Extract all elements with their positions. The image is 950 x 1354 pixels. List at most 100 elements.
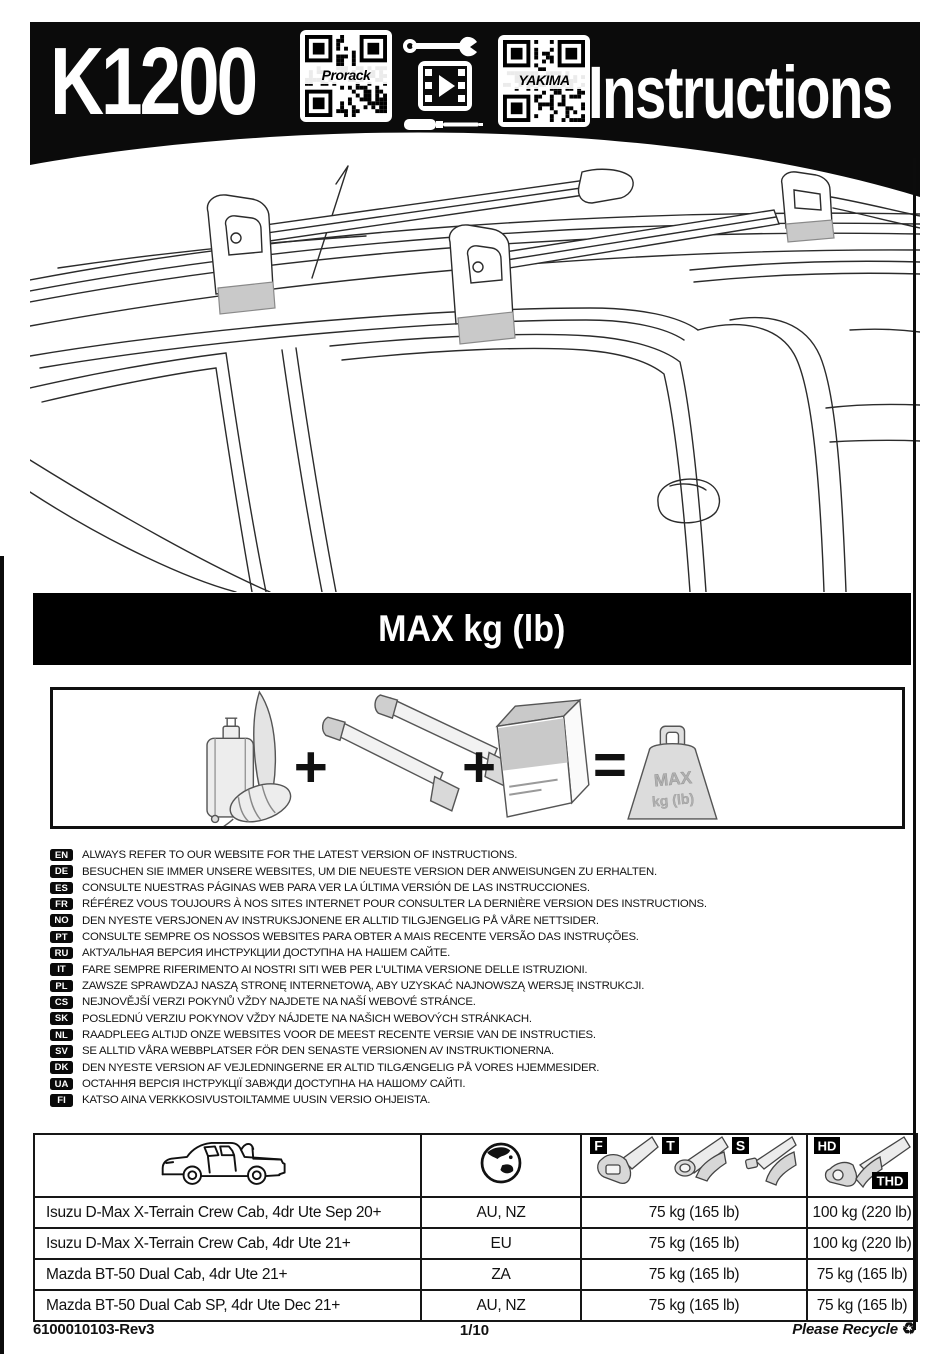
load-formula-box: + + = [50,687,905,833]
language-note-text: CONSULTE NUESTRAS PÁGINAS WEB PARA VER L… [82,881,590,894]
language-note-text: CONSULTE SEMPRE OS NOSSOS WEBSITES PARA … [82,930,639,943]
language-note-fr: FR RÉFÉREZ VOUS TOUJOURS À NOS SITES INTE… [50,896,910,912]
page-number: 1/10 [459,1322,490,1339]
page-title: Instructions [588,51,893,134]
language-code-badge: UA [50,1077,73,1091]
language-note-cs: CS NEJNOVĚJŠÍ VERZI POKYNŮ VŽDY NAJDETE N… [50,994,910,1010]
globe-icon [480,1142,522,1184]
plus-sign: + [294,735,328,800]
language-code-badge: FR [50,897,73,911]
language-note-text: FARE SEMPRE RIFERIMENTO AI NOSTRI SITI W… [82,963,588,976]
region: ZA [420,1258,582,1291]
language-code-badge: DK [50,1061,73,1074]
language-code-badge: NO [50,914,73,927]
language-note-no: NO DEN NYESTE VERSJONEN AV INSTRUKSJONENE… [50,912,910,928]
fitting-kit-box-icon [495,698,590,818]
screwdriver-icon [404,119,483,130]
language-code-badge: PT [50,930,73,944]
language-code-badge: ES [50,881,73,895]
language-note-sk: SK POSLEDNÚ VERZIU POKYNOV VŽDY NÁJDETE N… [50,1010,910,1026]
vehicle-name: Isuzu D-Max X-Terrain Crew Cab, 4dr Ute … [33,1227,422,1260]
max-load-banner: MAX kg (lb) [33,593,911,665]
equals-sign: = [593,733,627,798]
bar-type-label-F: F [590,1137,607,1154]
weight-max-label: MAX [653,768,693,790]
language-note-text: NEJNOVĚJŠÍ VERZI POKYNŮ VŽDY NAJDETE NA … [82,996,476,1009]
document-number: 6100010103-Rev3 [33,1321,155,1338]
prorack-qr-code: Prorack [300,30,392,122]
region: AU, NZ [420,1196,582,1229]
language-note-text: RAADPLEEG ALTIJD ONZE WEBSITES VOOR DE M… [82,1028,596,1041]
plus-sign: + [462,735,496,800]
language-note-pl: PL ZAWSZE SPRAWDZAJ NASZĄ STRONĘ INTERNET… [50,978,910,994]
svg-text:T: T [666,1138,675,1154]
region: AU, NZ [420,1289,582,1322]
fts-max-load: 75 kg (165 lb) [580,1289,808,1322]
fts-max-load: 75 kg (165 lb) [580,1227,808,1260]
scan-edge-left [0,556,4,1354]
vehicle-name: Isuzu D-Max X-Terrain Crew Cab, 4dr Ute … [33,1196,422,1229]
rear-crossbar [448,171,920,345]
hd-max-load: 100 kg (220 lb) [806,1227,918,1260]
fts-max-load: 75 kg (165 lb) [580,1258,808,1291]
vehicle-fit-table: F T S HD THD [33,1133,918,1322]
product-model: K1200 [50,28,258,135]
language-note-text: DEN NYESTE VERSION AF VEJLEDNINGERNE ER … [82,1061,600,1074]
language-note-es: ES CONSULTE NUESTRAS PÁGINAS WEB PARA VER… [50,880,910,896]
recycle-icon: ♻ [901,1321,916,1338]
language-code-badge: FI [50,1094,73,1107]
max-weight-icon: MAX kg (lb) [627,725,718,820]
language-code-badge: CS [50,996,73,1009]
vehicle-column-header [33,1133,422,1198]
video-icon [418,61,472,111]
language-note-it: IT FARE SEMPRE RIFERIMENTO AI NOSTRI SITI… [50,961,910,977]
region-column-header [420,1133,582,1198]
front-crossbar [206,168,634,315]
svg-text:THD: THD [877,1174,904,1189]
language-note-text: DEN NYESTE VERSJONEN AV INSTRUKSJONENE E… [82,914,599,927]
yakima-qr-code: YAKIMA [498,35,590,127]
language-code-badge: RU [50,946,73,960]
bar-type-label-T: T [662,1137,679,1154]
language-note-ua: UA ОСТАННЯ ВЕРСІЯ ІНСТРУКЦІЇ ЗАВЖДИ ДОСТУ… [50,1076,910,1092]
hd-max-load: 100 kg (220 lb) [806,1196,918,1229]
wrench-icon [403,36,477,57]
hd-max-load: 75 kg (165 lb) [806,1289,918,1322]
language-note-text: RÉFÉREZ VOUS TOUJOURS À NOS SITES INTERN… [82,898,707,911]
language-code-badge: NL [50,1028,73,1042]
language-note-nl: NL RAADPLEEG ALTIJD ONZE WEBSITES VOOR DE… [50,1027,910,1043]
pickup-truck-icon [161,1142,286,1185]
language-code-badge: SK [50,1012,73,1025]
hd-max-load: 75 kg (165 lb) [806,1258,918,1291]
fts-max-load: 75 kg (165 lb) [580,1196,808,1229]
luggage-icon [206,690,292,833]
vehicle-name: Mazda BT-50 Dual Cab SP, 4dr Ute Dec 21+ [33,1289,422,1322]
video-tools-icon [402,35,484,137]
language-note-text: POSLEDNÚ VERZIU POKYNOV VŽDY NÁJDETE NA … [82,1012,532,1025]
language-code-badge: SV [50,1045,73,1058]
language-note-text: ZAWSZE SPRAWDZAJ NASZĄ STRONĘ INTERNETOW… [82,979,645,992]
table-header-row: F T S HD THD [33,1133,918,1198]
yakima-logo: YAKIMA [498,71,590,89]
hd-bar-icon: HD THD [814,1136,911,1189]
language-note-text: ALWAYS REFER TO OUR WEBSITE FOR THE LATE… [82,849,518,862]
language-note-text: BESUCHEN SIE IMMER UNSERE WEBSITES, UM D… [82,865,657,878]
header-banner: K1200 Instructions Prorack [30,22,920,200]
bar-types-icons: F T S [590,1136,797,1186]
max-load-label: MAX kg (lb) [378,608,566,649]
language-code-badge: PL [50,979,73,993]
bar-type-label-HD: HD [814,1137,840,1154]
language-note-text: ОСТАННЯ ВЕРСІЯ ІНСТРУКЦІЇ ЗАВЖДИ ДОСТУПН… [82,1077,466,1090]
svg-text:F: F [594,1138,603,1154]
vehicle-row: Mazda BT-50 Dual Cab SP, 4dr Ute Dec 21+… [33,1289,918,1322]
weight-kg-label: kg (lb) [651,790,695,810]
language-code-badge: IT [50,963,73,976]
prorack-logo: Prorack [300,66,392,84]
